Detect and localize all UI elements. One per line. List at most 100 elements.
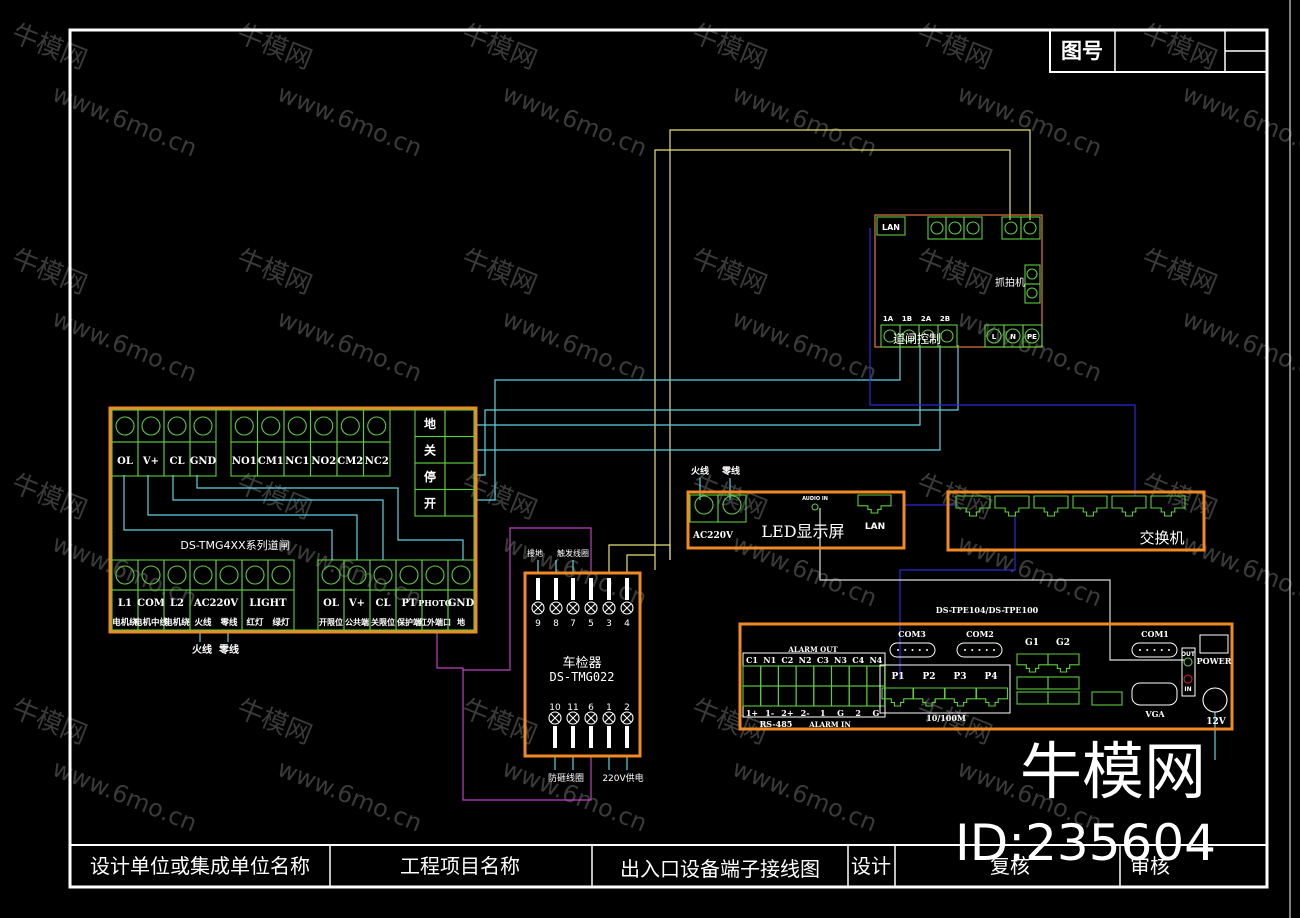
terminal-description: 零线 — [219, 617, 238, 628]
com-port-icon — [889, 642, 936, 658]
power-label: POWER — [1197, 656, 1232, 666]
wire-label-mark — [536, 578, 540, 600]
wire-label-mark — [625, 578, 629, 600]
terminal-screw-icon — [314, 416, 334, 436]
dsub-pin — [1153, 649, 1156, 651]
power-supply-label: 220V供电 — [602, 772, 643, 784]
audio-cable — [819, 508, 1185, 661]
rj45-outline — [1150, 495, 1186, 517]
dsub-pin — [1160, 649, 1163, 651]
alarm-in-pin: G — [837, 708, 844, 718]
terminal-screw-icon — [948, 221, 962, 235]
cross-mark — [550, 713, 560, 723]
terminal-description: 红灯 — [246, 617, 264, 628]
alarm-out-pin: C1 — [746, 655, 758, 665]
switch-port-icon — [1150, 495, 1186, 517]
power-label-neutral: 零线 — [218, 643, 239, 656]
detector-pin-number: 7 — [570, 619, 576, 629]
terminal-screw-icon — [141, 416, 161, 436]
alarm-out-pin: C4 — [852, 655, 864, 665]
led-live-label: 火线 — [691, 465, 709, 477]
terminal-screw-icon — [261, 416, 281, 436]
detector-pin-number: 1 — [606, 703, 612, 713]
dsub-pin — [971, 649, 974, 651]
gig-port-icon — [1047, 653, 1080, 673]
alarm-in-pin: G — [872, 708, 879, 718]
dvr-enclosure — [738, 622, 1234, 731]
rj45-outline — [1072, 495, 1108, 517]
led-neutral-label: 零线 — [721, 465, 740, 477]
terminal-label: LIGHT — [249, 598, 287, 609]
control-pin-label: 2B — [940, 315, 950, 323]
com-port-label: COM1 — [1141, 629, 1169, 639]
dc-jack-icon — [1202, 687, 1228, 713]
camera-network-cable — [869, 228, 1136, 496]
terminal-screw-icon — [930, 221, 944, 235]
control-pin-label: 1B — [902, 315, 912, 323]
terminal-label: L1 — [118, 598, 132, 609]
terminal-screw-icon — [1005, 328, 1021, 344]
terminal-label: NC2 — [365, 456, 389, 467]
terminal-label: CM2 — [337, 456, 363, 467]
dsub-pin — [978, 649, 981, 651]
cross-mark — [622, 713, 632, 723]
terminal-cell — [1020, 216, 1041, 240]
detector-pin-number: 5 — [588, 619, 594, 629]
terminal-screw-icon — [193, 416, 213, 436]
drawing-frame: 图号设计单位或集成单位名称工程项目名称出入口设备端子接线图设计复核审核 — [68, 0, 1291, 918]
terminal-screw-icon — [141, 565, 161, 585]
detector-pin-number: 3 — [606, 619, 612, 629]
wire-label-mark — [607, 578, 611, 600]
audio-out-jack-icon — [1183, 657, 1193, 667]
terminal-label: CM1 — [258, 456, 284, 467]
screw-terminal-icon — [620, 601, 634, 615]
wire-label-mark — [571, 726, 575, 748]
dsub-shell — [956, 642, 1003, 658]
audio-in-jack-icon — [1183, 674, 1193, 684]
alarm-in-pin: 2+ — [781, 708, 793, 718]
lan-port-label: P1 — [891, 672, 904, 682]
barrier-enclosure — [108, 406, 478, 634]
wire-label-mark — [553, 726, 557, 748]
dsub-pin — [964, 649, 966, 651]
vga-port-icon — [1131, 682, 1178, 706]
barrier-control-wire — [476, 345, 921, 426]
detector-name: 车检器 — [562, 655, 601, 671]
cross-mark — [622, 603, 632, 613]
usb-port — [1047, 676, 1080, 690]
barrier-control-wire — [476, 345, 959, 476]
audio-jack-icon — [811, 503, 819, 511]
gig-port-label: G2 — [1056, 638, 1070, 648]
terminal-label-cell — [362, 441, 391, 477]
terminal-description: 公共端 — [345, 617, 369, 627]
alarm-out-pin: N4 — [869, 655, 882, 665]
designer-org-cell: 设计单位或集成单位名称 — [90, 854, 310, 878]
terminal-label: COM — [137, 598, 165, 609]
usb-port — [1091, 691, 1123, 706]
rs485-label: RS-485 — [760, 719, 793, 729]
control-pin-label: 2A — [921, 315, 932, 323]
led-lan-port-icon — [857, 494, 892, 514]
control-pin-label: 1A — [883, 315, 894, 323]
terminal-description: 地 — [457, 617, 465, 627]
dvr-lan-port-icon — [975, 687, 1009, 707]
terminal-screw-icon — [167, 416, 187, 436]
dsub-pin — [993, 649, 995, 651]
terminal-label: CL — [170, 456, 185, 467]
screw-terminal-icon — [584, 601, 598, 615]
screw-terminal-icon — [620, 711, 634, 725]
rj45-outline — [1033, 495, 1069, 517]
terminal-label-cell — [241, 589, 295, 631]
switch-name: 交换机 — [1139, 529, 1184, 547]
audio-in-label: AUDIO IN — [802, 496, 828, 502]
wire-label-mark — [625, 726, 629, 748]
led-enclosure — [686, 490, 906, 550]
terminal-screw-icon — [340, 416, 360, 436]
detector-model: DS-TMG022 — [549, 670, 614, 684]
terminal-label: OL — [323, 598, 339, 609]
cross-mark — [568, 713, 578, 723]
